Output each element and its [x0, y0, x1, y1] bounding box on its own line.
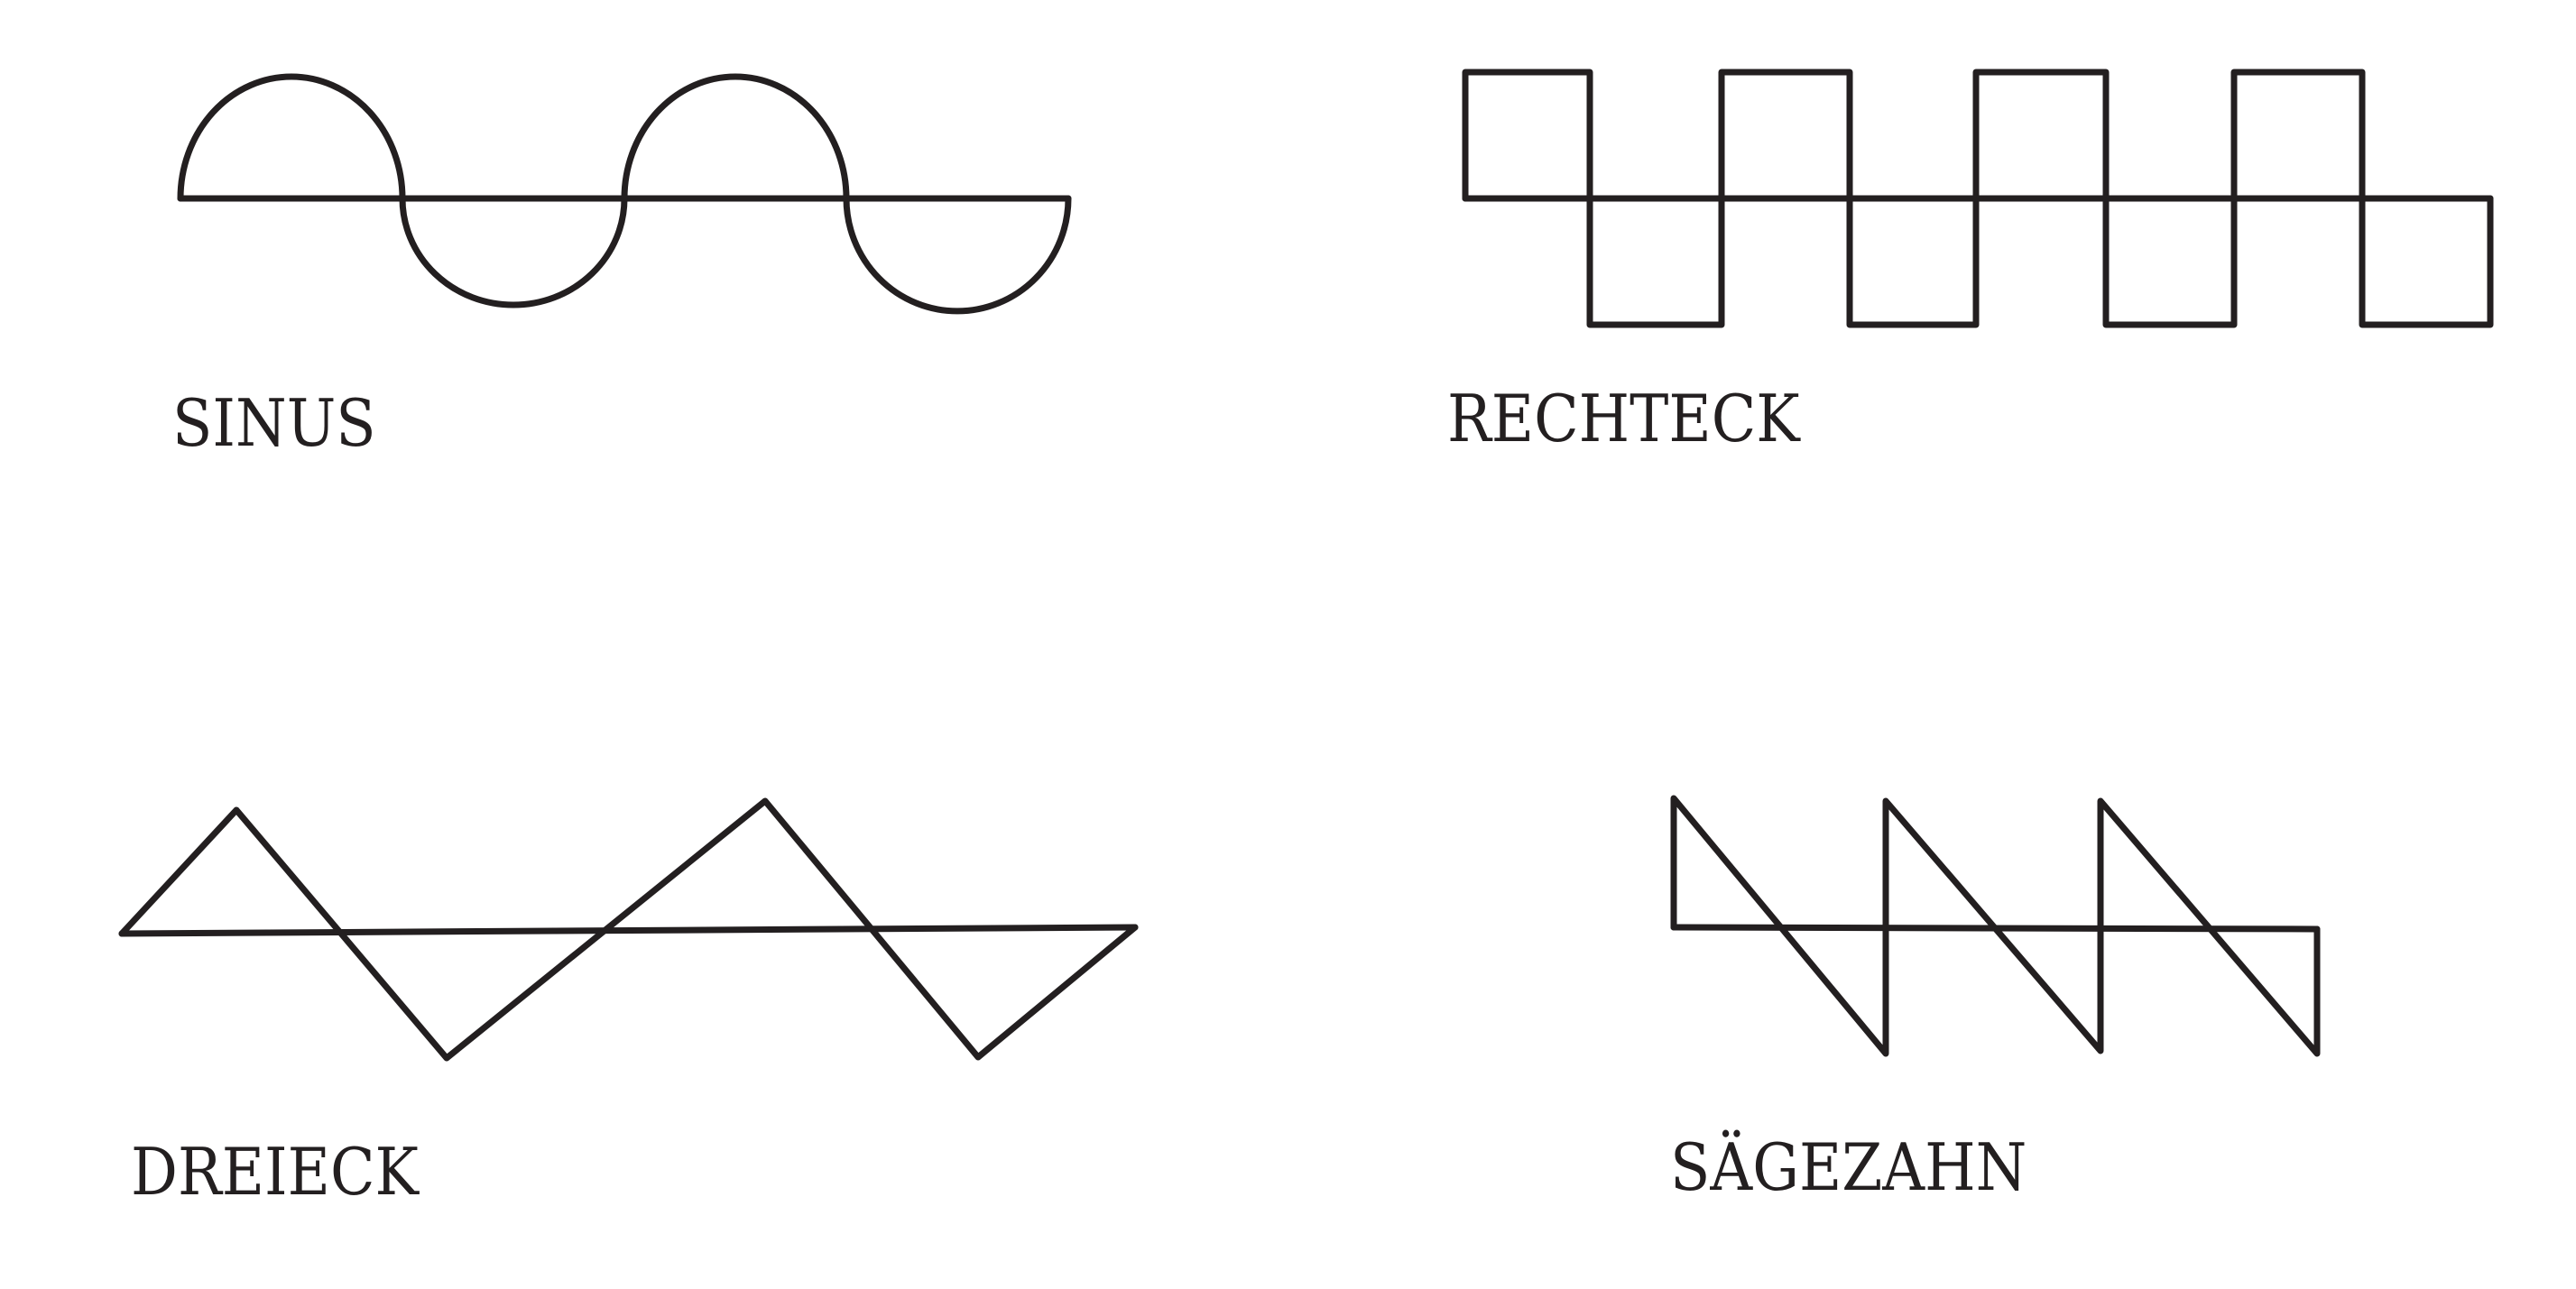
sawtooth-waveform	[1670, 795, 2321, 1057]
sawtooth-label: SÄGEZAHN	[1670, 1129, 2027, 1205]
square-line	[1462, 69, 2494, 328]
sine-label: SINUS	[172, 385, 376, 461]
triangle-label: DREIECK	[131, 1134, 419, 1210]
sine-waveform	[177, 73, 1072, 315]
square-label: RECHTECK	[1447, 381, 1800, 456]
sawtooth-line	[1670, 795, 2321, 1057]
square-waveform	[1462, 69, 2494, 328]
triangle-waveform	[118, 797, 1139, 1062]
triangle-axis	[118, 924, 1139, 937]
triangle-line	[118, 797, 1139, 1062]
sine-curve	[177, 73, 1072, 315]
